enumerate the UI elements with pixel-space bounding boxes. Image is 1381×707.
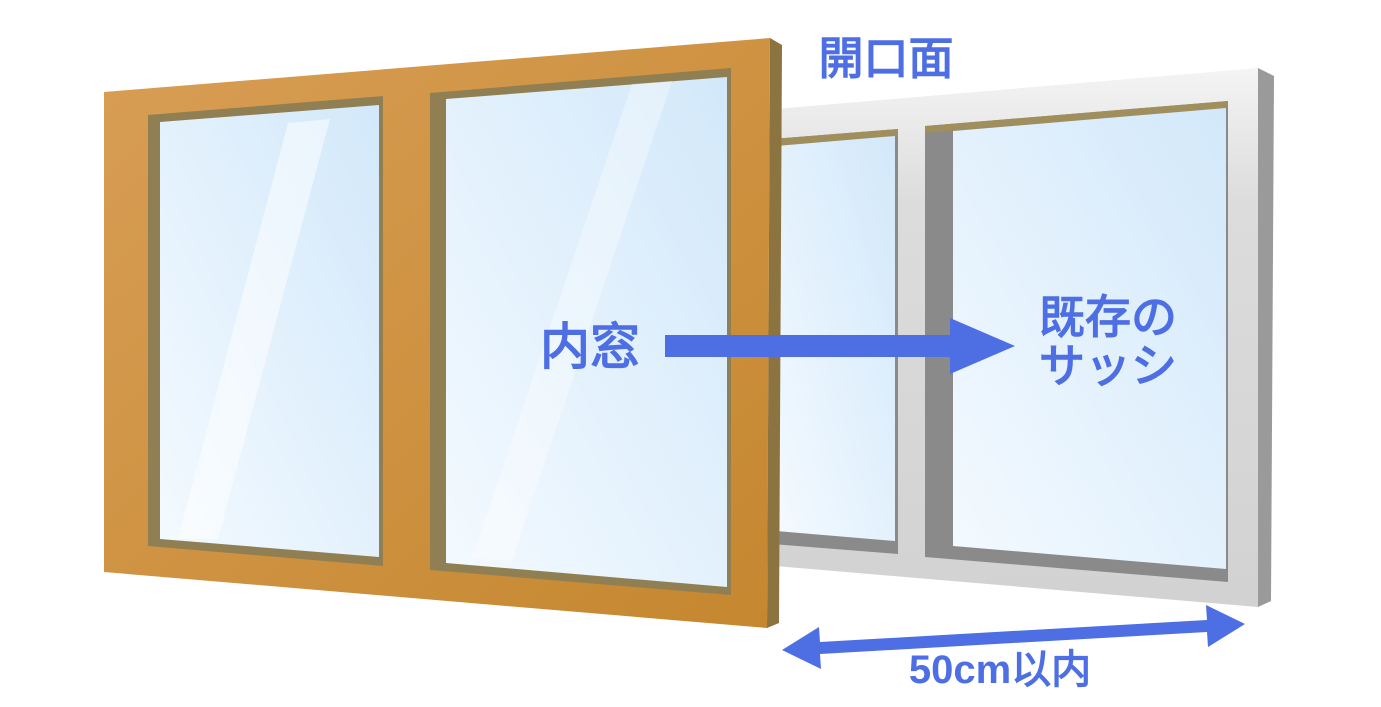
- inner-window-depth-side: [767, 38, 782, 628]
- label-existing-sash-line1: 既存の: [1039, 291, 1177, 343]
- label-opening-face: 開口面: [818, 33, 953, 84]
- label-existing-sash-line2: サッシ: [1039, 340, 1177, 392]
- sash-right-pane-tan-strip: [925, 101, 1228, 133]
- existing-sash-window: [740, 68, 1274, 607]
- inner-right-pane-glass: [446, 77, 727, 587]
- sash-left-pane-tan-strip: [772, 129, 898, 146]
- sash-right-pane-glass: [953, 108, 1226, 569]
- sash-depth-side: [1258, 68, 1274, 607]
- inner-window: [104, 38, 782, 628]
- inner-right-pane-glass-highlight: [472, 81, 672, 561]
- arrow-inner-to-sash: [665, 318, 1015, 374]
- label-distance: 50cm以内: [909, 648, 1091, 692]
- arrow-distance-double: [782, 605, 1245, 669]
- inner-left-pane-glass-highlight: [178, 119, 330, 539]
- label-inner-window: 内窓: [540, 319, 640, 375]
